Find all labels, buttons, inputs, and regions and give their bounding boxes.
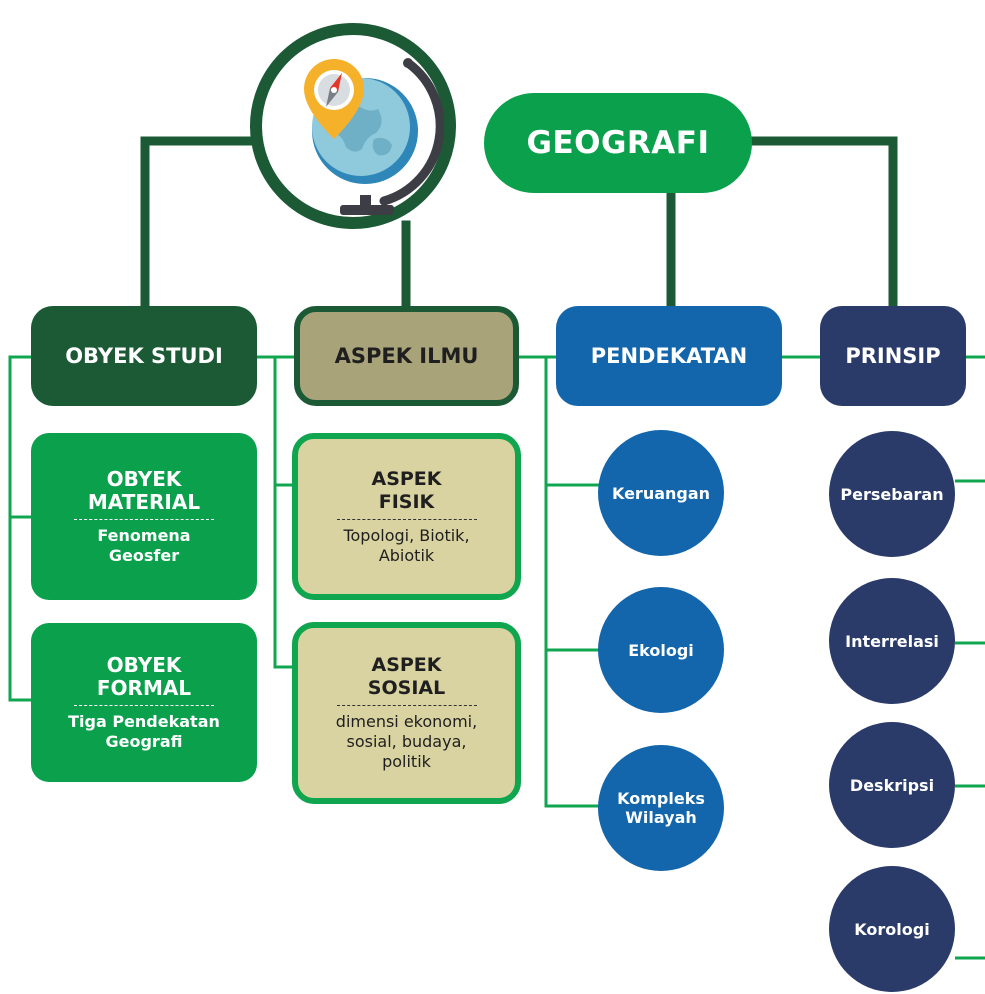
divider [74,704,214,706]
obyek-material-box: OBYEK MATERIAL Fenomena Geosfer [31,433,257,600]
aspek-sosial-desc-line3: politik [382,752,431,771]
circle-label: Kompleks [617,789,705,808]
prinsip-interrelasi-circle: Interrelasi [829,578,955,704]
divider [74,518,214,520]
circle-label: Persebaran [840,484,944,504]
aspek-fisik-desc-line2: Abiotik [378,545,435,565]
obyek-formal-title-line1: OBYEK [106,652,182,677]
obyek-material-title-line1: OBYEK [106,466,182,491]
circle-label: Ekologi [628,640,694,660]
obyek-formal-desc-line2: Geografi [105,731,183,751]
geografi-title-pill: GEOGRAFI [484,93,752,193]
circle-label: Deskripsi [849,775,935,795]
obyek-material-desc-line1: Fenomena [97,525,191,545]
aspek-fisik-title-line2: FISIK [378,490,435,513]
aspek-fisik-desc-line1: Topologi, Biotik, [343,525,470,545]
divider [336,518,477,520]
prinsip-persebaran-circle: Persebaran [829,431,955,557]
pendekatan-keruangan-circle: Keruangan [598,430,724,556]
aspek-sosial-desc-line1: dimensi ekonomi, [335,712,478,731]
circle-label: Korologi [854,919,930,939]
circle-label: Keruangan [611,483,711,503]
circle-label: Wilayah [625,808,697,827]
aspek-sosial-box: ASPEK SOSIAL dimensi ekonomi, sosial, bu… [292,622,521,804]
obyek-formal-title-line2: FORMAL [96,675,192,700]
obyek-formal-desc-line1: Tiga Pendekatan [68,711,220,731]
obyek-material-desc-line2: Geosfer [108,545,180,565]
prinsip-korologi-circle: Korologi [829,866,955,992]
obyek-material-title-line2: MATERIAL [87,489,201,514]
pendekatan-kompleks-wilayah-circle: Kompleks Wilayah [598,745,724,871]
globe-with-compass-pin-icon [304,58,444,215]
globe-emblem [250,23,456,229]
obyek-formal-box: OBYEK FORMAL Tiga Pendekatan Geografi [31,623,257,782]
aspek-sosial-title-line2: SOSIAL [367,677,446,699]
aspek-fisik-box: ASPEK FISIK Topologi, Biotik, Abiotik [292,433,521,600]
circle-label: Interrelasi [845,631,939,651]
header-prinsip: PRINSIP [820,306,966,406]
aspek-sosial-desc-line2: sosial, budaya, [346,732,467,751]
aspek-sosial-title-line1: ASPEK [371,654,442,676]
pendekatan-ekologi-circle: Ekologi [598,587,724,713]
prinsip-deskripsi-circle: Deskripsi [829,722,955,848]
header-pendekatan: PENDEKATAN [556,306,782,406]
aspek-fisik-title-line1: ASPEK [371,467,442,490]
divider [336,705,477,706]
header-obyek-studi: OBYEK STUDI [31,306,257,406]
header-aspek-ilmu: ASPEK ILMU [294,306,519,406]
